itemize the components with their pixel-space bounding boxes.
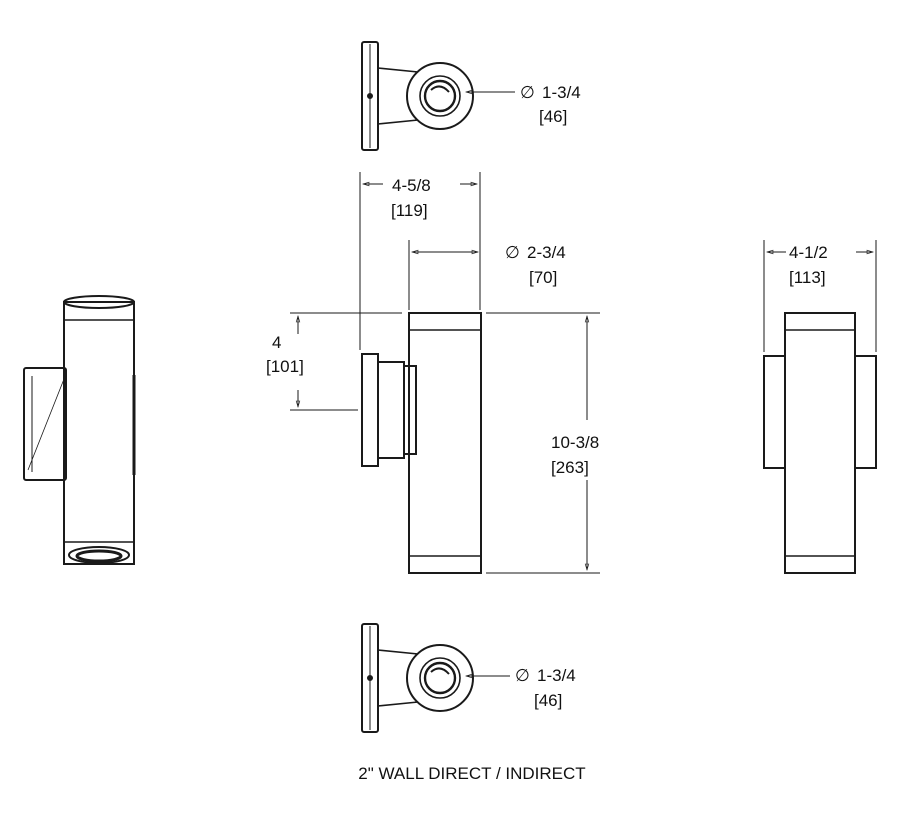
body-dia-imperial: 2-3/4 [527,243,566,262]
isometric-view [23,295,136,565]
side-view [763,312,877,574]
backplate-metric: [101] [266,357,304,376]
bottom-dia-metric: [46] [534,691,562,710]
bracket-width-imperial: 4-5/8 [392,176,431,195]
front-view [361,312,482,574]
rear-width-metric: [113] [789,268,826,287]
bracket-width-metric: [119] [391,201,428,220]
body-dia-metric: [70] [529,268,557,287]
top-view [361,41,515,151]
top-dia-imperial: 1-3/4 [542,83,581,102]
bottom-view [361,623,510,733]
top-dia-metric: [46] [539,107,567,126]
side-dimension-lines [763,240,877,352]
height-metric: [263] [551,458,589,477]
body-dia-symbol: ∅ [505,243,520,262]
height-imperial: 10-3/8 [551,433,599,452]
backplate-imperial: 4 [272,333,281,352]
front-dimension-lines [290,172,600,574]
top-dia-symbol: ∅ [520,83,535,102]
drawing-title: 2" WALL DIRECT / INDIRECT [358,764,585,783]
rear-width-imperial: 4-1/2 [789,243,828,262]
bottom-dia-symbol: ∅ [515,666,530,685]
bottom-dia-imperial: 1-3/4 [537,666,576,685]
